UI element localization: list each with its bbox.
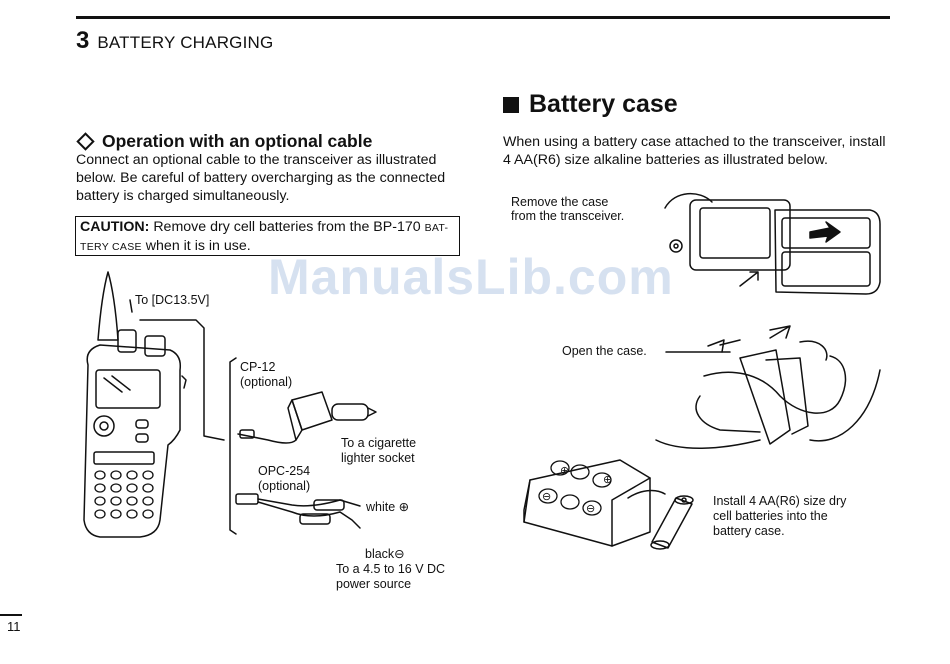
label-install-1: Install 4 AA(R6) size dry bbox=[713, 494, 847, 508]
label-power-1: To a 4.5 to 16 V DC bbox=[336, 562, 446, 576]
section-heading-optional-cable: Operation with an optional cable bbox=[76, 131, 372, 152]
label-cp12: CP-12 bbox=[240, 360, 276, 374]
plus-mark: ⊕ bbox=[603, 474, 612, 486]
label-install-3: battery case. bbox=[713, 524, 785, 538]
chapter-title: BATTERY CHARGING bbox=[97, 33, 274, 52]
section-paragraph: Connect an optional cable to the transce… bbox=[76, 152, 446, 204]
label-to-dc: To [DC13.5V] bbox=[135, 293, 210, 307]
cp12-plug bbox=[237, 391, 377, 444]
caution-smallcaps: TERY CASE bbox=[80, 240, 142, 253]
battery-case-removal bbox=[664, 193, 881, 295]
section-title: Battery case bbox=[529, 90, 678, 118]
dc-cable bbox=[139, 319, 225, 441]
label-power-2: power source bbox=[336, 577, 412, 591]
dc-pointer bbox=[129, 299, 133, 313]
minus-mark: ⊖ bbox=[586, 503, 595, 515]
label-cigarette-1: To a cigarette bbox=[341, 436, 417, 450]
page-number: 11 bbox=[7, 619, 21, 634]
square-bullet-icon bbox=[503, 96, 519, 113]
label-opc254: OPC-254 bbox=[258, 464, 311, 478]
bracket bbox=[229, 357, 237, 535]
section-title: Operation with an optional cable bbox=[102, 131, 373, 151]
chapter-heading: 3 BATTERY CHARGING bbox=[76, 27, 273, 55]
opc254-cable bbox=[235, 493, 361, 529]
caution-text: when it is in use. bbox=[145, 237, 251, 254]
label-install-2: cell batteries into the bbox=[713, 509, 828, 523]
caution-box: CAUTION: Remove dry cell batteries from … bbox=[75, 216, 460, 256]
caution-smallcaps: BAT- bbox=[424, 222, 449, 234]
open-case-illustration bbox=[655, 325, 881, 449]
minus-mark: ⊖ bbox=[542, 491, 551, 503]
battery-tray-illustration bbox=[523, 459, 694, 550]
label-cigarette-2: lighter socket bbox=[341, 451, 415, 465]
label-open: Open the case. bbox=[562, 344, 647, 358]
label-remove-2: from the transceiver. bbox=[511, 209, 625, 223]
label-opc254-optional: (optional) bbox=[258, 479, 311, 493]
page-number-rule bbox=[0, 614, 22, 616]
label-cp12-optional: (optional) bbox=[240, 375, 293, 389]
header-rule bbox=[76, 16, 890, 19]
label-black: black⊖ bbox=[365, 547, 405, 561]
caution-label: CAUTION: bbox=[80, 219, 150, 235]
battery-case-paragraph: When using a battery case attached to th… bbox=[503, 134, 886, 168]
plus-mark: ⊕ bbox=[560, 465, 569, 477]
chapter-number: 3 bbox=[76, 27, 90, 54]
label-white: white ⊕ bbox=[366, 500, 410, 514]
label-remove-1: Remove the case bbox=[511, 195, 609, 209]
section-heading-battery-case: Battery case bbox=[503, 90, 678, 119]
watermark: ManualsLib.com bbox=[268, 249, 674, 305]
caution-text: Remove dry cell batteries from the BP-17… bbox=[153, 219, 421, 235]
transceiver-illustration bbox=[83, 271, 187, 538]
